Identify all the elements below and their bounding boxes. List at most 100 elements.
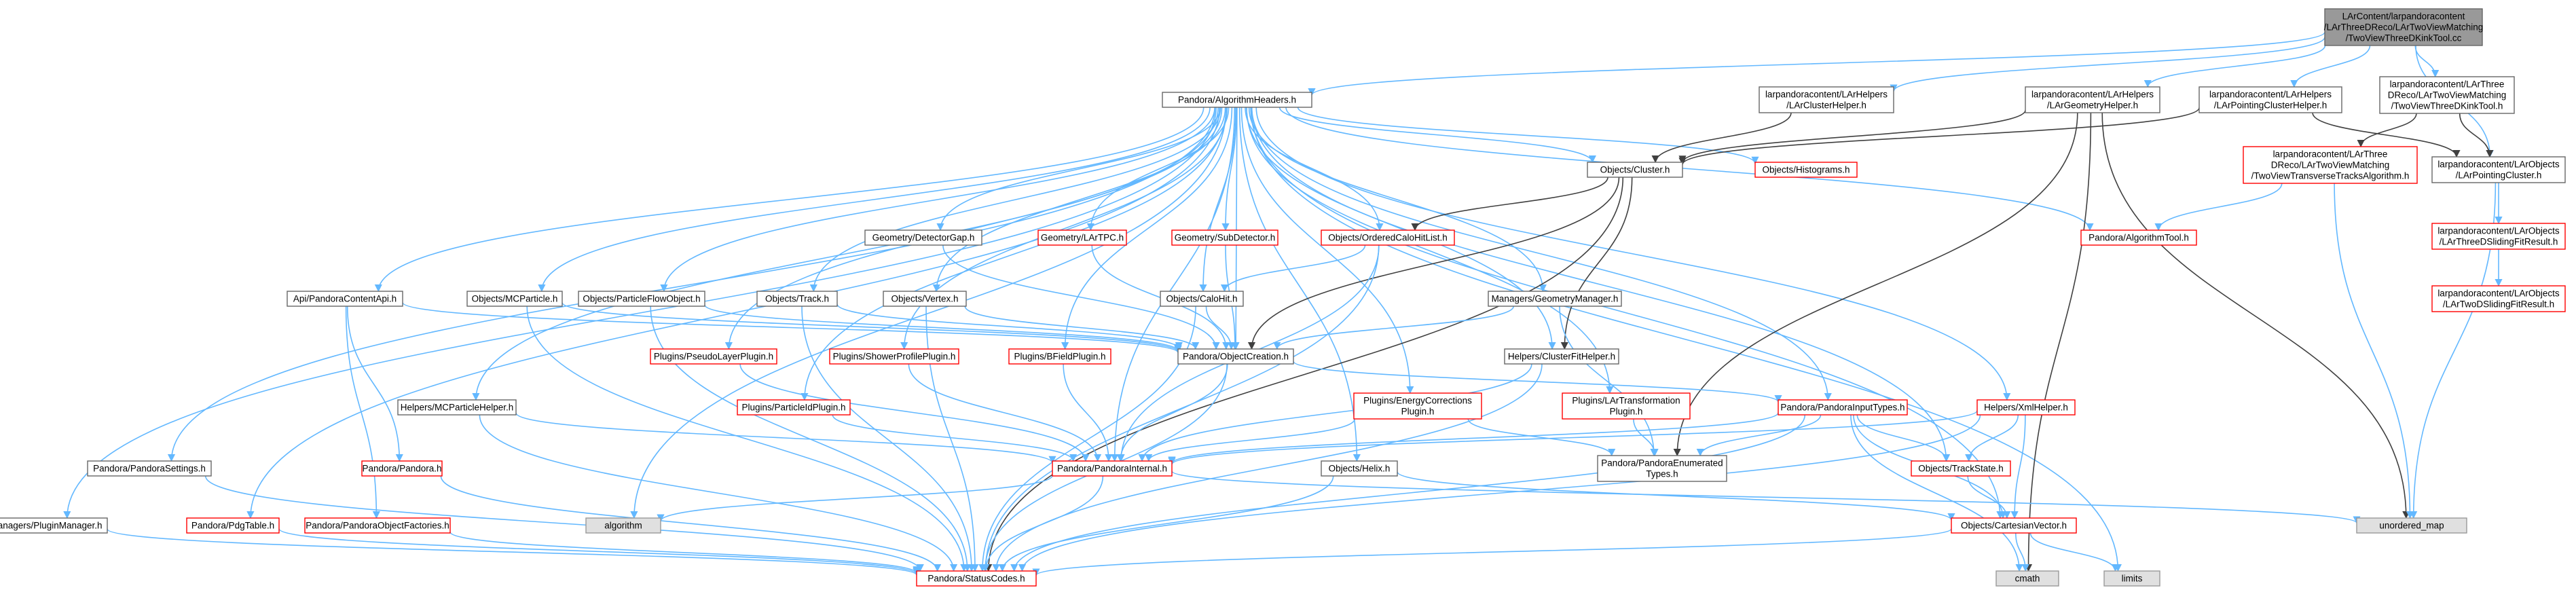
node-label: Pandora/StatusCodes.h [927, 574, 1025, 584]
node-pdgtable[interactable]: Pandora/PdgTable.h [186, 517, 280, 534]
node-pfo[interactable]: Objects/ParticleFlowObject.h [578, 291, 705, 307]
edge-calohit-to-objectcreation [1205, 306, 1236, 350]
node-label: Objects/Histograms.h [1762, 165, 1850, 175]
node-trackstate[interactable]: Objects/TrackState.h [1911, 460, 2011, 477]
node-pointingcluster[interactable]: larpandoracontent/LArObjects/LArPointing… [2431, 156, 2566, 183]
node-xmlhelper[interactable]: Helpers/XmlHelper.h [1976, 399, 2076, 416]
node-label: Pandora/PandoraEnumerated [1601, 458, 1723, 468]
node-geommanager[interactable]: Managers/GeometryManager.h [1488, 291, 1622, 307]
edge-algheaders-to-trackstate [1251, 107, 1950, 462]
node-helix[interactable]: Objects/Helix.h [1321, 460, 1398, 477]
node-clusterhelper[interactable]: larpandoracontent/LArHelpers/LArClusterH… [1759, 86, 1894, 113]
edge-algheaders-to-pfo [660, 107, 1215, 293]
edge-inputtypes-to-cmath [1850, 414, 2023, 572]
node-label: Helpers/XmlHelper.h [1984, 403, 2068, 413]
edge-transverse-to-algorithmtool [2154, 183, 2283, 232]
edge-algheaders-to-limits [1250, 107, 2122, 572]
node-threedsliding[interactable]: larpandoracontent/LArObjects/LArThreeDSl… [2431, 223, 2566, 250]
edge-algheaders-to-detectorgap [936, 107, 1221, 232]
node-subdetector[interactable]: Geometry/SubDetector.h [1171, 229, 1278, 246]
node-geomhelper[interactable]: larpandoracontent/LArHelpers/LArGeometry… [2025, 86, 2160, 113]
edge-algheaders-to-geommanager [1248, 107, 1547, 293]
node-algorithmtool[interactable]: Pandora/AlgorithmTool.h [2080, 229, 2197, 246]
node-objectcreation[interactable]: Pandora/ObjectCreation.h [1177, 348, 1294, 365]
node-contentapi[interactable]: Api/PandoraContentApi.h [287, 291, 403, 307]
node-box [1587, 162, 1683, 178]
node-box [1911, 460, 2011, 477]
edge-helix-to-cartesianvector [1397, 471, 1955, 521]
node-label: /LArGeometryHelper.h [2047, 100, 2138, 111]
node-box [829, 348, 959, 365]
node-objectfactories[interactable]: Pandora/PandoraObjectFactories.h [304, 517, 451, 534]
edge-xmlhelper-to-trackstate [1965, 414, 2019, 462]
node-box [1778, 399, 1908, 416]
node-statuscodes[interactable]: Pandora/StatusCodes.h [916, 570, 1037, 587]
node-label: /TwoViewTransverseTracksAlgorithm.h [2251, 171, 2410, 181]
node-pluginmanager[interactable]: Managers/PluginManager.h [0, 517, 108, 534]
node-particleid[interactable]: Plugins/ParticleIdPlugin.h [737, 399, 851, 416]
node-label: DReco/LArTwoViewMatching [2388, 90, 2507, 100]
edge-cluster-to-orderedcalohitlist [1411, 177, 1608, 232]
node-box [2080, 229, 2197, 246]
node-bfield[interactable]: Plugins/BFieldPlugin.h [1008, 348, 1111, 365]
node-track[interactable]: Objects/Track.h [756, 291, 838, 307]
node-label: larpandoracontent/LArHelpers [2031, 90, 2154, 100]
node-label: Pandora/PandoraObjectFactories.h [306, 521, 449, 531]
edge-algheaders-to-cluster [1278, 107, 1596, 164]
node-clusterfithelper[interactable]: Helpers/ClusterFitHelper.h [1504, 348, 1619, 365]
node-twodsliding[interactable]: larpandoracontent/LArObjects/LArTwoDSlid… [2431, 285, 2566, 312]
node-unordered_map[interactable]: unordered_map [2356, 517, 2467, 534]
node-kinktool_h[interactable]: larpandoracontent/LArThreeDReco/LArTwoVi… [2379, 76, 2515, 114]
edge-algheaders-to-histograms [1297, 107, 1759, 164]
node-cluster[interactable]: Objects/Cluster.h [1587, 162, 1683, 178]
node-pseudolayer[interactable]: Plugins/PseudoLayerPlugin.h [650, 348, 777, 365]
node-transverse[interactable]: larpandoracontent/LArThreeDReco/LArTwoVi… [2243, 146, 2418, 184]
node-algorithm[interactable]: algorithm [585, 517, 661, 534]
node-label: larpandoracontent/LArHelpers [2209, 90, 2332, 100]
node-root[interactable]: LArContent/larpandoracontent/LArThreeDRe… [2324, 8, 2484, 46]
node-limits[interactable]: limits [2103, 570, 2160, 587]
edge-xmlhelper-to-statuscodes [1018, 414, 1981, 572]
node-label: Plugins/PseudoLayerPlugin.h [654, 352, 773, 362]
node-cmath[interactable]: cmath [1995, 570, 2059, 587]
node-box [650, 348, 777, 365]
node-algheaders[interactable]: Pandora/AlgorithmHeaders.h [1162, 92, 1312, 108]
edge-root-to-geomhelper [2143, 45, 2326, 88]
node-vertex[interactable]: Objects/Vertex.h [883, 291, 967, 307]
node-orderedcalohitlist[interactable]: Objects/OrderedCaloHitList.h [1321, 229, 1455, 246]
edge-orderedcalohitlist-to-statuscodes [981, 244, 1380, 572]
node-label: larpandoracontent/LArHelpers [1765, 90, 1888, 100]
edge-inputtypes-to-pandorainternal [1168, 412, 1779, 464]
node-box [1052, 460, 1173, 477]
node-label: Plugin.h [1401, 407, 1435, 417]
node-mcparticle[interactable]: Objects/MCParticle.h [466, 291, 563, 307]
edge-inputtypes-to-enumeratedtypes [1696, 414, 1822, 457]
node-lartpc[interactable]: Geometry/LArTPC.h [1037, 229, 1127, 246]
node-label: Managers/GeometryManager.h [1492, 294, 1619, 304]
edge-cartesianvector-to-statuscodes [1032, 528, 1952, 576]
node-pandorainternal[interactable]: Pandora/PandoraInternal.h [1052, 460, 1173, 477]
node-box [1321, 229, 1455, 246]
node-detectorgap[interactable]: Geometry/DetectorGap.h [864, 229, 982, 246]
node-inputtypes[interactable]: Pandora/PandoraInputTypes.h [1778, 399, 1908, 416]
node-label: Plugins/ShowerProfilePlugin.h [833, 352, 956, 362]
node-histograms[interactable]: Objects/Histograms.h [1754, 162, 1858, 178]
edge-pointingclusterhelper-to-pointingcluster [2312, 112, 2461, 158]
edges-layer [63, 31, 2503, 576]
node-calohit[interactable]: Objects/CaloHit.h [1160, 291, 1244, 307]
edge-algheaders-to-cartesianvector [1250, 107, 2004, 519]
node-showerprofile[interactable]: Plugins/ShowerProfilePlugin.h [829, 348, 959, 365]
edge-contentapi-to-objectcreation [402, 301, 1182, 354]
node-mcparticlehelper[interactable]: Helpers/MCParticleHelper.h [397, 399, 517, 416]
node-label: Geometry/DetectorGap.h [872, 233, 975, 243]
node-box [2431, 156, 2566, 183]
edge-energycorrections-to-enumeratedtypes [1467, 418, 1616, 457]
node-pandora[interactable]: Pandora/Pandora.h [361, 460, 443, 477]
node-cartesianvector[interactable]: Objects/CartesianVector.h [1951, 517, 2077, 534]
node-box [883, 291, 967, 307]
node-pointingclusterhelper[interactable]: larpandoracontent/LArHelpers/LArPointing… [2198, 86, 2342, 113]
node-pandorasettings[interactable]: Pandora/PandoraSettings.h [87, 460, 212, 477]
